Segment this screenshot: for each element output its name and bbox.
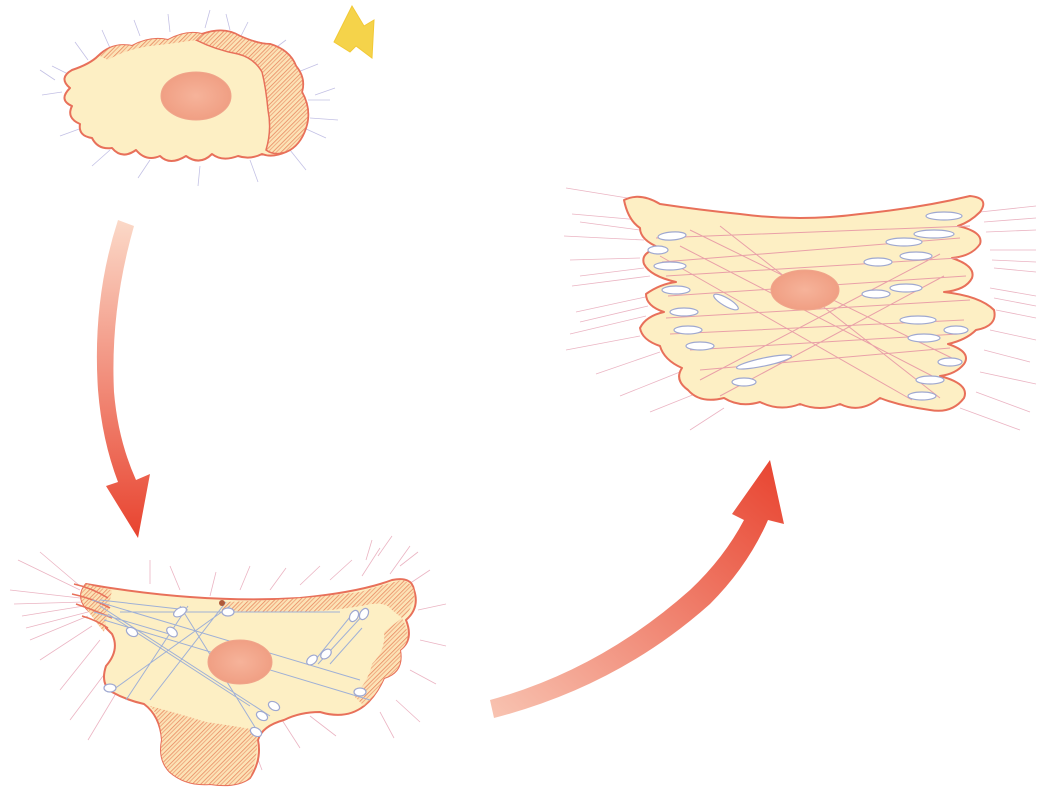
spreading-cell — [10, 536, 446, 785]
spreading-cell-nucleus — [208, 640, 272, 684]
polarized-cell — [564, 188, 1036, 430]
curved-arrow-up-icon — [490, 460, 784, 718]
yellow-arrow-icon — [334, 6, 374, 58]
curved-arrow-down-icon — [97, 220, 150, 538]
polarized-cell-nucleus — [771, 270, 839, 310]
rounded-cell — [40, 10, 338, 186]
spreading-cell-dot — [219, 600, 225, 606]
rounded-cell-nucleus — [161, 72, 231, 120]
